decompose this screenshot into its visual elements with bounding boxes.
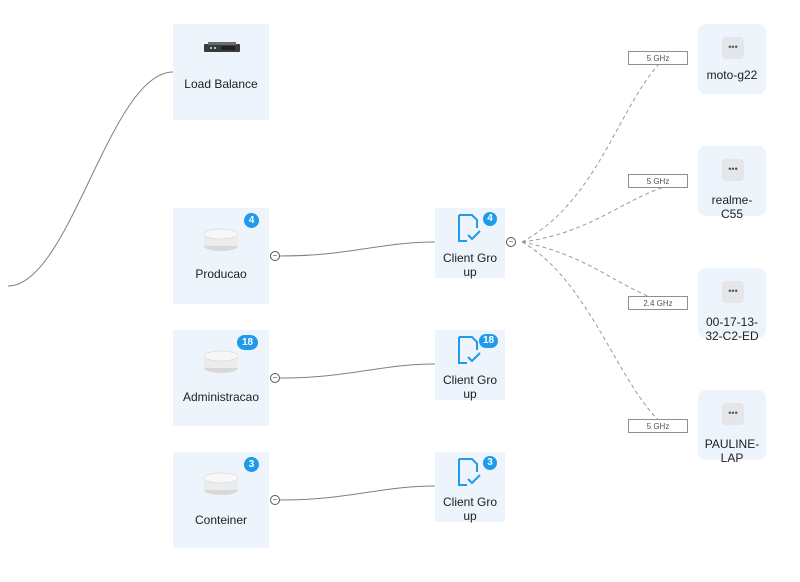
access-point-icon [203, 228, 239, 251]
client-group-icon [458, 458, 481, 486]
client-group-count-badge: 4 [483, 212, 497, 226]
band-label: 2.4 GHz [628, 296, 688, 310]
band-label: 5 GHz [628, 174, 688, 188]
gateway-node[interactable]: Load Balance [173, 24, 269, 120]
client-group-label-line2: up [463, 265, 477, 279]
router-icon [204, 42, 240, 52]
client-group-icon [458, 336, 481, 364]
collapse-toggle-client-group[interactable]: − [506, 237, 516, 247]
gateway-label: Load Balance [184, 77, 258, 91]
more-icon: ••• [722, 37, 744, 59]
ap-label: Conteiner [194, 513, 248, 527]
client-node-pauline-lap[interactable]: ••• PAULINE- LAP [698, 390, 766, 465]
client-group-node[interactable]: 4 Client Gro up [435, 208, 505, 279]
client-label-line1: realme- [711, 193, 753, 207]
client-label-line2: LAP [720, 451, 744, 465]
collapse-toggle-administracao[interactable]: − [270, 373, 280, 383]
band-label: 5 GHz [628, 51, 688, 65]
client-label-line1: moto-g22 [706, 68, 758, 82]
ap-label: Producao [195, 267, 247, 281]
ap-client-count-badge: 18 [237, 335, 258, 350]
ap-node-administracao[interactable]: 18 Administracao [173, 330, 269, 426]
client-group-label-line2: up [463, 387, 477, 401]
client-group-count-badge: 18 [479, 334, 498, 348]
ap-client-count-badge: 3 [244, 457, 259, 472]
collapse-toggle-conteiner[interactable]: − [270, 495, 280, 505]
ap-node-producao[interactable]: 4 Producao [173, 208, 269, 304]
band-label: 5 GHz [628, 419, 688, 433]
ap-client-count-badge: 4 [244, 213, 259, 228]
client-group-label-line1: Client Gro [442, 495, 498, 509]
client-group-label-line2: up [463, 509, 477, 523]
more-icon: ••• [722, 281, 744, 303]
access-point-icon [203, 350, 239, 373]
collapse-toggle-producao[interactable]: − [270, 251, 280, 261]
client-group-icon [458, 214, 481, 242]
client-group-node[interactable]: 3 Client Gro up [435, 452, 505, 523]
client-node-realme-c55[interactable]: ••• realme- C55 [698, 146, 766, 221]
client-group-node[interactable]: 18 Client Gro up [435, 330, 505, 401]
client-group-label-line1: Client Gro [442, 251, 498, 265]
client-group-count-badge: 3 [483, 456, 497, 470]
client-group-label-line1: Client Gro [442, 373, 498, 387]
client-label-line2: 32-C2-ED [705, 329, 759, 343]
access-point-icon [203, 472, 239, 495]
client-label-line1: 00-17-13- [705, 315, 759, 329]
client-label-line1: PAULINE- [704, 437, 760, 451]
ap-label: Administracao [182, 390, 260, 404]
more-icon: ••• [722, 403, 744, 425]
client-node-00-17-13-32-c2-ed[interactable]: ••• 00-17-13- 32-C2-ED [698, 268, 766, 343]
ap-node-conteiner[interactable]: 3 Conteiner [173, 452, 269, 548]
client-node-moto-g22[interactable]: ••• moto-g22 [698, 24, 766, 94]
more-icon: ••• [722, 159, 744, 181]
client-label-line2: C55 [720, 207, 743, 221]
